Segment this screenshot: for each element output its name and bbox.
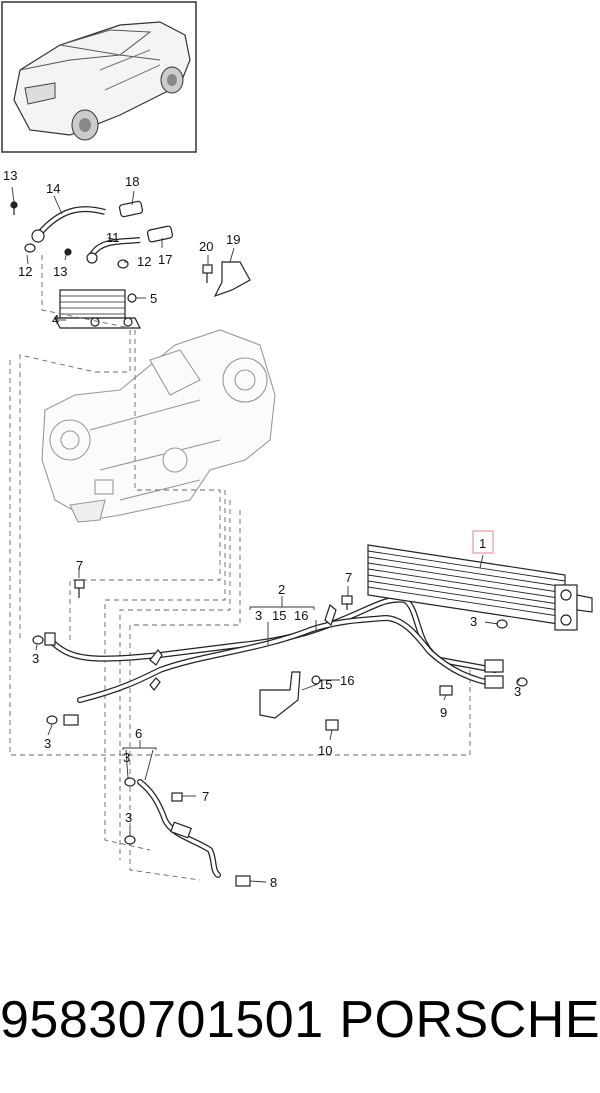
callout-labels: 1 13 14 18 12 13 11 12 17 5 4 20 19 7 7 …	[3, 168, 521, 890]
callout-5: 5	[150, 291, 157, 306]
callout-15-group2: 15	[272, 608, 286, 623]
callout-3-lower-left: 3	[44, 736, 51, 751]
callout-13-top: 13	[3, 168, 17, 183]
callout-13-mid: 13	[53, 264, 67, 279]
callout-8: 8	[270, 875, 277, 890]
brand-name: PORSCHE	[339, 991, 600, 1049]
callout-15: 15	[318, 677, 332, 692]
callout-3-group6a: 3	[123, 750, 130, 765]
part-caption: 95830701501 PORSCHE	[0, 975, 600, 1065]
transmission-oil-cooler	[367, 544, 593, 631]
callout-18: 18	[125, 174, 139, 189]
callout-7-mid: 7	[345, 570, 352, 585]
transmission-housing	[41, 329, 276, 523]
callout-2: 2	[278, 582, 285, 597]
callout-14: 14	[46, 181, 60, 196]
callout-7-lower: 7	[202, 789, 209, 804]
callout-1: 1	[479, 536, 486, 551]
callout-10: 10	[318, 743, 332, 758]
callout-3-group2: 3	[255, 608, 262, 623]
callout-9: 9	[440, 705, 447, 720]
cooling-lines	[47, 596, 503, 878]
callout-11: 11	[106, 230, 120, 245]
callout-12-left: 12	[18, 264, 32, 279]
callout-19: 19	[226, 232, 240, 247]
callout-7-left: 7	[76, 558, 83, 573]
dashed-leader-lines	[9, 255, 471, 881]
callout-6: 6	[135, 726, 142, 741]
callout-3-group6b: 3	[125, 810, 132, 825]
callout-16: 16	[340, 673, 354, 688]
callout-3-right: 3	[470, 614, 477, 629]
part-number: 95830701501	[0, 991, 324, 1049]
callout-12-right: 12	[137, 254, 151, 269]
callout-17: 17	[158, 252, 172, 267]
fittings-and-bolts	[32, 579, 528, 887]
callout-3-left: 3	[32, 651, 39, 666]
callout-16-group2: 16	[294, 608, 308, 623]
callout-1-highlight	[472, 530, 494, 554]
vehicle-thumbnail	[1, 1, 197, 153]
callout-leader-lines	[11, 186, 521, 883]
callout-4: 4	[52, 312, 59, 327]
upper-parts-group	[10, 200, 251, 329]
callout-3-far-right: 3	[514, 684, 521, 699]
callout-20: 20	[199, 239, 213, 254]
